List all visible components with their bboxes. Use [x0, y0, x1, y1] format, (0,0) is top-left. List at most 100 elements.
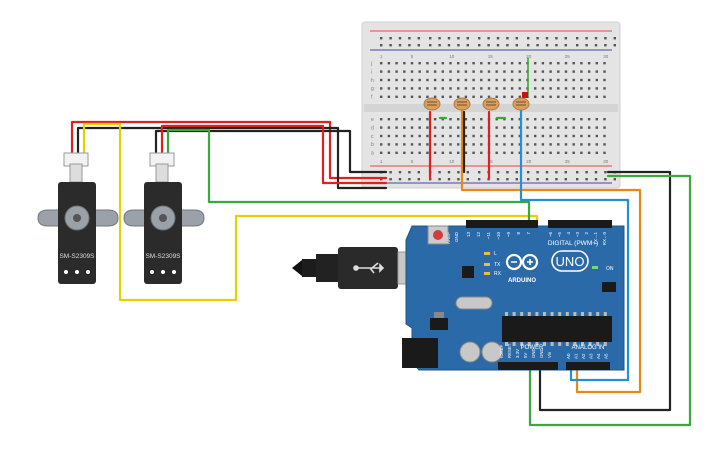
rail-hole[interactable] — [478, 44, 481, 47]
bb-hole[interactable] — [564, 87, 568, 90]
bb-hole[interactable] — [457, 87, 460, 90]
bb-hole[interactable] — [426, 95, 429, 98]
bb-hole[interactable] — [449, 151, 452, 154]
bb-hole[interactable] — [534, 126, 537, 129]
bb-hole[interactable] — [518, 126, 521, 129]
bb-hole[interactable] — [595, 126, 598, 129]
rail-hole[interactable] — [576, 171, 579, 174]
bb-hole[interactable] — [426, 118, 429, 121]
bb-hole[interactable] — [534, 143, 537, 146]
rail-hole[interactable] — [594, 44, 598, 47]
rail-hole[interactable] — [487, 178, 490, 181]
servo-1[interactable]: SM-S2309S — [37, 152, 119, 284]
bb-hole[interactable] — [480, 70, 483, 73]
bb-hole[interactable] — [426, 78, 429, 82]
bb-hole[interactable] — [449, 78, 452, 82]
bb-hole[interactable] — [564, 78, 568, 82]
bb-hole[interactable] — [587, 151, 591, 154]
bb-hole[interactable] — [457, 143, 460, 146]
bb-hole[interactable] — [380, 62, 383, 65]
bb-hole[interactable] — [526, 151, 529, 154]
bb-hole[interactable] — [572, 126, 575, 129]
bb-hole[interactable] — [387, 151, 391, 154]
photoresistor-2[interactable] — [453, 97, 471, 111]
bb-hole[interactable] — [603, 143, 606, 146]
bb-hole[interactable] — [549, 70, 552, 73]
bb-hole[interactable] — [418, 70, 421, 73]
bb-hole[interactable] — [572, 151, 575, 154]
bb-hole[interactable] — [549, 118, 552, 121]
bb-hole[interactable] — [403, 143, 406, 146]
ldr4-analog-wire[interactable] — [519, 102, 630, 382]
bb-hole[interactable] — [480, 87, 483, 90]
servo-2[interactable]: SM-S2309S — [123, 152, 205, 284]
bb-hole[interactable] — [410, 151, 414, 154]
bb-hole[interactable] — [449, 62, 452, 65]
bb-hole[interactable] — [549, 62, 552, 65]
bb-hole[interactable] — [395, 143, 398, 146]
bb-hole[interactable] — [441, 143, 444, 146]
rail-hole[interactable] — [429, 37, 432, 40]
bb-hole[interactable] — [518, 95, 521, 98]
rail-hole[interactable] — [585, 178, 588, 181]
rail-hole[interactable] — [389, 178, 392, 181]
bb-hole[interactable] — [380, 126, 383, 129]
bb-hole[interactable] — [549, 126, 552, 129]
bb-hole[interactable] — [510, 95, 514, 98]
bb-hole[interactable] — [495, 87, 498, 90]
bb-hole[interactable] — [541, 62, 545, 65]
bb-hole[interactable] — [572, 87, 575, 90]
bb-hole[interactable] — [518, 143, 521, 146]
bb-hole[interactable] — [564, 143, 568, 146]
bb-hole[interactable] — [472, 62, 475, 65]
bb-hole[interactable] — [457, 126, 460, 129]
bb-hole[interactable] — [464, 62, 468, 65]
rail-hole[interactable] — [457, 178, 460, 181]
bb-hole[interactable] — [510, 143, 514, 146]
bb-hole[interactable] — [380, 118, 383, 121]
bb-hole[interactable] — [410, 70, 414, 73]
bb-hole[interactable] — [472, 70, 475, 73]
bb-hole[interactable] — [603, 126, 606, 129]
bb-hole[interactable] — [534, 78, 537, 82]
bb-hole[interactable] — [603, 118, 606, 121]
rail-hole[interactable] — [506, 44, 509, 47]
dc-power-jack[interactable] — [402, 338, 438, 368]
bb-hole[interactable] — [541, 95, 545, 98]
rail-hole[interactable] — [398, 171, 402, 174]
rail-hole[interactable] — [466, 178, 469, 181]
rail-hole[interactable] — [515, 178, 518, 181]
rail-hole[interactable] — [527, 44, 530, 47]
bb-hole[interactable] — [503, 78, 506, 82]
bb-hole[interactable] — [503, 134, 506, 138]
bb-hole[interactable] — [449, 118, 452, 121]
bb-hole[interactable] — [595, 70, 598, 73]
rail-hole[interactable] — [478, 37, 481, 40]
rail-hole[interactable] — [613, 37, 616, 40]
rail-hole[interactable] — [408, 178, 411, 181]
bb-hole[interactable] — [503, 87, 506, 90]
rail-hole[interactable] — [545, 178, 549, 181]
bb-hole[interactable] — [457, 151, 460, 154]
bb-hole[interactable] — [380, 143, 383, 146]
rail-hole[interactable] — [506, 171, 509, 174]
rail-hole[interactable] — [478, 178, 481, 181]
servo1-signal-wire[interactable] — [82, 122, 539, 302]
bb-hole[interactable] — [503, 151, 506, 154]
rail-hole[interactable] — [380, 44, 383, 47]
bb-hole[interactable] — [503, 70, 506, 73]
bb-hole[interactable] — [395, 151, 398, 154]
rail-hole[interactable] — [555, 44, 558, 47]
bb-hole[interactable] — [541, 70, 545, 73]
bb-hole[interactable] — [418, 134, 421, 138]
bb-hole[interactable] — [457, 95, 460, 98]
photoresistor-4[interactable] — [512, 97, 530, 111]
bb-hole[interactable] — [387, 78, 391, 82]
bb-hole[interactable] — [387, 134, 391, 138]
rail-hole[interactable] — [594, 171, 598, 174]
rail-hole[interactable] — [447, 37, 451, 40]
bb-hole[interactable] — [534, 151, 537, 154]
bb-hole[interactable] — [580, 70, 583, 73]
bb-hole[interactable] — [503, 143, 506, 146]
